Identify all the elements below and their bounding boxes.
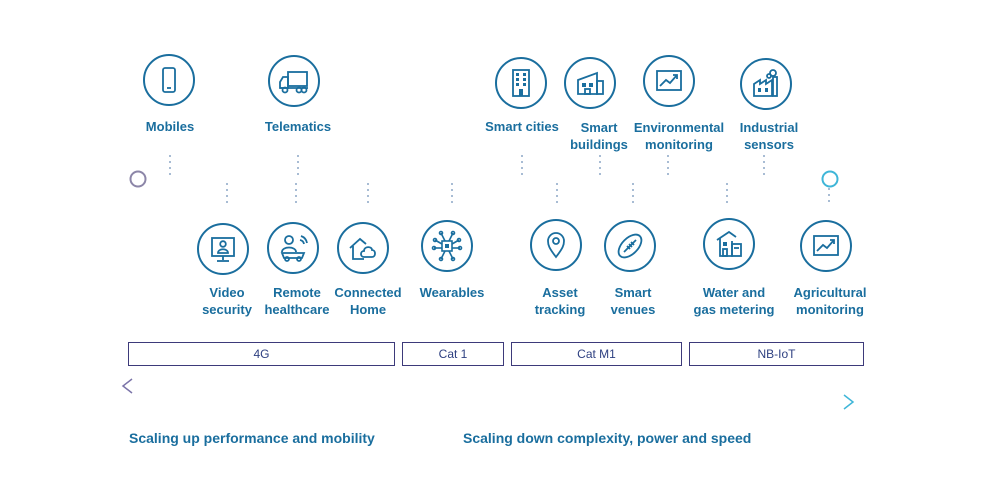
- label-agricultural-monitoring: Agricultural monitoring: [793, 285, 867, 317]
- right-arrow-head: [843, 394, 855, 410]
- label-smart-cities: Smart cities: [485, 119, 559, 134]
- factory-icon: [740, 58, 792, 110]
- phone-icon: [143, 54, 195, 106]
- band-4g-label: 4G: [253, 347, 270, 361]
- location-pin-icon: [530, 219, 582, 271]
- band-nbiot: NB-IoT: [689, 342, 864, 366]
- label-wearables: Wearables: [419, 285, 485, 300]
- truck-icon: [268, 55, 320, 107]
- caption-scaling-up: Scaling up performance and mobility: [129, 430, 375, 446]
- band-catm1-label: Cat M1: [577, 347, 616, 361]
- bottom-connectors: [226, 183, 830, 203]
- meter-house-icon: [703, 218, 755, 270]
- label-water-gas-metering: Water and gas metering: [693, 285, 775, 317]
- cloud-home-icon: [337, 222, 389, 274]
- video-monitor-icon: [197, 223, 249, 275]
- football-icon: [604, 220, 656, 272]
- band-cat1: Cat 1: [402, 342, 504, 366]
- left-arrow-head: [121, 378, 133, 394]
- ambulance-icon: [267, 222, 319, 274]
- caption-scaling-down: Scaling down complexity, power and speed: [463, 430, 752, 446]
- label-connected-home: Connected Home: [334, 285, 402, 317]
- timeline-start-node: [129, 170, 147, 188]
- label-telematics: Telematics: [264, 119, 332, 134]
- label-asset-tracking: Asset tracking: [534, 285, 586, 317]
- label-environmental-monitoring: Environmental monitoring: [633, 120, 725, 152]
- band-4g: 4G: [128, 342, 395, 366]
- smart-building-icon: [564, 57, 616, 109]
- label-mobiles: Mobiles: [145, 119, 195, 134]
- top-connectors: [169, 155, 765, 176]
- building-icon: [495, 57, 547, 109]
- band-cat1-label: Cat 1: [438, 347, 468, 361]
- band-nbiot-label: NB-IoT: [757, 347, 796, 361]
- chip-icon: [421, 220, 473, 272]
- label-video-security: Video security: [202, 285, 252, 317]
- label-smart-buildings: Smart buildings: [570, 120, 628, 152]
- label-remote-healthcare: Remote healthcare: [264, 285, 330, 317]
- chart-screen-icon: [800, 220, 852, 272]
- label-smart-venues: Smart venues: [610, 285, 656, 317]
- label-industrial-sensors: Industrial sensors: [739, 120, 799, 152]
- timeline-end-node: [821, 170, 839, 188]
- chart-screen-icon: [643, 55, 695, 107]
- band-catm1: Cat M1: [511, 342, 682, 366]
